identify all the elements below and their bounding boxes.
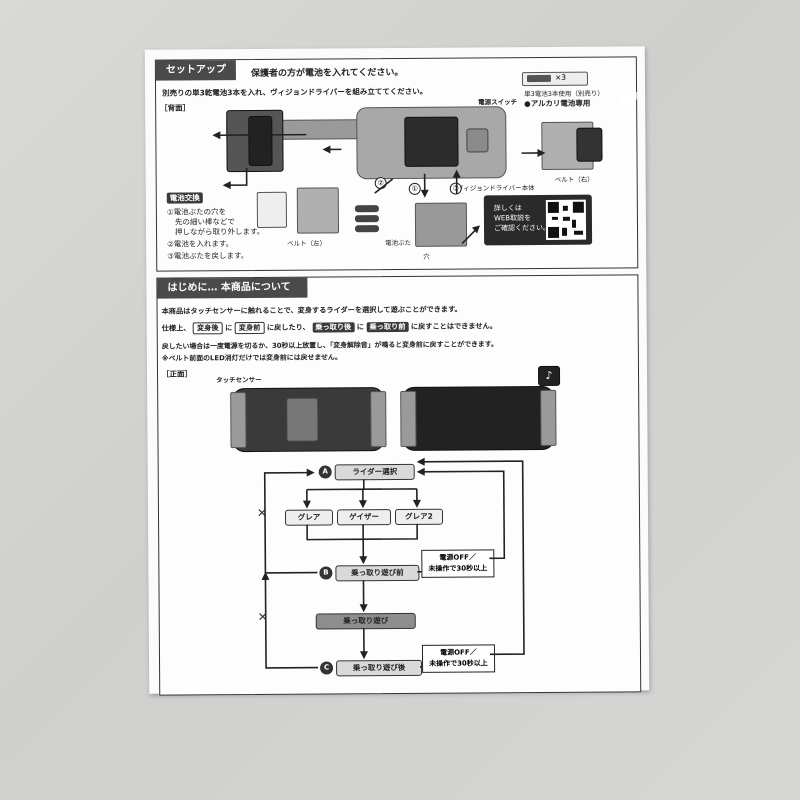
arrow-head <box>412 499 421 508</box>
arrow-head <box>420 189 429 198</box>
flow-line <box>420 460 525 656</box>
about-section: はじめに… 本商品について 本商品はタッチセンサーに触れることで、変身するライダ… <box>156 274 642 696</box>
arrow-head <box>322 145 331 154</box>
flow-line <box>306 479 418 506</box>
arrow-head <box>306 468 315 477</box>
setup-section: セットアップ 保護者の方が電池を入れてください。 ×3 単3電池3本使用（別売り… <box>154 56 639 272</box>
flow-line <box>264 575 319 669</box>
arrow-head <box>452 169 461 178</box>
arrow-head <box>358 500 367 509</box>
arrow-line <box>461 227 478 245</box>
arrow-head <box>416 457 425 466</box>
arrow-head <box>261 571 270 580</box>
flow-line <box>306 523 418 562</box>
arrow-line <box>226 168 248 186</box>
arrow-head <box>359 604 368 613</box>
arrow-head <box>212 131 221 140</box>
arrow-head <box>222 181 231 190</box>
arrow-head <box>537 149 546 158</box>
arrow-line <box>216 133 307 137</box>
arrow-head <box>416 467 425 476</box>
flow-line <box>263 471 318 574</box>
arrow-head <box>472 225 480 234</box>
instruction-sheet: セットアップ 保護者の方が電池を入れてください。 ×3 単3電池3本使用（別売り… <box>144 46 650 696</box>
flow-line <box>420 470 506 560</box>
arrow-head <box>359 651 368 660</box>
setup-arrows <box>212 131 546 245</box>
arrow-line <box>374 178 394 194</box>
arrow-head <box>359 556 368 565</box>
flow-arrows <box>261 457 525 669</box>
arrow-head <box>302 500 311 509</box>
